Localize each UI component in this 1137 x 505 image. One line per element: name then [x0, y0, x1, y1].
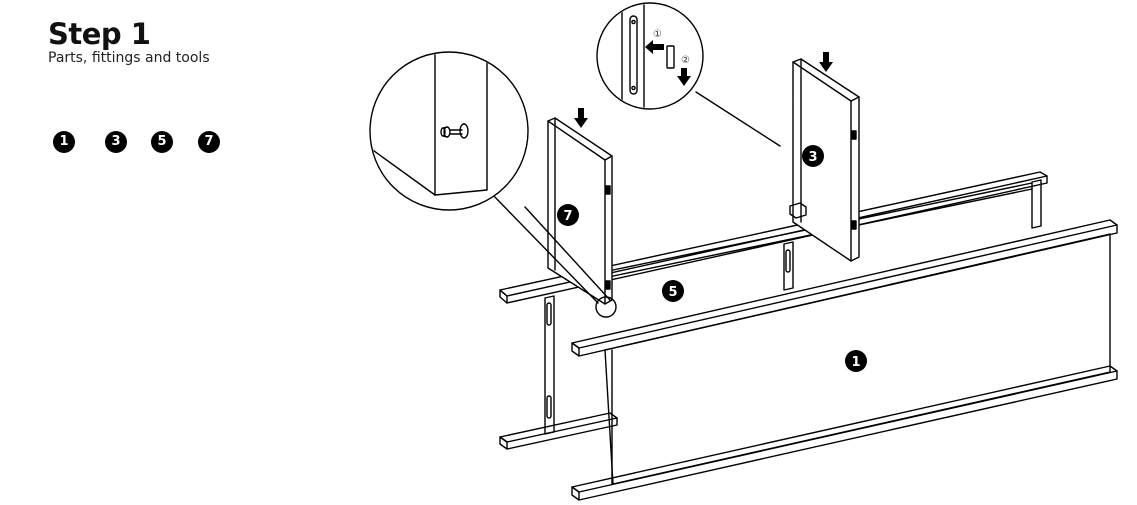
left-panel-down-arrow-icon — [574, 108, 588, 128]
part-badge-3: 3 — [105, 131, 127, 153]
dowel-pin-icon — [440, 123, 469, 139]
back-left-leg-slot-bottom — [546, 395, 552, 419]
back-top-rail-bottom — [506, 175, 1048, 304]
right-side-panel — [789, 52, 860, 262]
back-right-leg — [1031, 179, 1042, 229]
diagram-badge-3: 3 — [802, 145, 824, 167]
front-top-rail-face — [571, 342, 580, 357]
right-panel-cam-bottom — [851, 220, 857, 230]
detail-step-b: ② — [681, 55, 690, 66]
step-header: Step 1 Parts, fittings and tools — [48, 18, 210, 66]
diagram-badge-1: 1 — [845, 350, 867, 372]
front-bottom-rail-bottom — [578, 370, 1118, 501]
right-panel-bracket — [789, 202, 807, 219]
left-side-panel — [547, 108, 613, 305]
joint-detail-marker — [595, 296, 617, 318]
parts-list: 1 3 5 7 — [53, 131, 233, 153]
slide-left-arrow-icon — [645, 40, 664, 54]
left-panel-cam-bottom — [605, 280, 611, 290]
dowel-detail-callout — [369, 51, 529, 211]
cam-lock-detail-callout: ① ② — [596, 2, 704, 110]
step-subtitle: Parts, fittings and tools — [48, 50, 210, 66]
dowel-detail-circle — [369, 51, 529, 211]
left-panel-cam-top — [605, 185, 611, 195]
leader-line-left-2 — [524, 206, 611, 301]
back-middle-slot — [785, 249, 791, 273]
diagram-badge-7: 7 — [557, 204, 579, 226]
right-panel-down-arrow-icon — [819, 52, 833, 72]
part-badge-5: 5 — [151, 131, 173, 153]
back-middle-leg — [783, 241, 794, 291]
front-bottom-rail-face — [571, 486, 580, 501]
cam-lock-detail-circle — [596, 2, 704, 110]
diagram-badge-1-label: 1 — [851, 355, 860, 370]
diagram-badge-5-label: 5 — [668, 285, 677, 300]
back-left-leg-slot-top — [546, 302, 552, 326]
part-badge-1: 1 — [53, 131, 75, 153]
back-bottom-rail-face — [499, 436, 508, 450]
diagram-badge-7-label: 7 — [563, 209, 572, 224]
left-side-panel-body — [547, 117, 613, 305]
right-side-panel-top — [792, 61, 852, 102]
left-side-panel-top — [547, 120, 606, 161]
front-bottom-rail — [571, 365, 1118, 493]
right-panel-cam-top — [851, 130, 857, 140]
left-side-panel-top-edge — [604, 155, 613, 161]
back-top-rail-face — [499, 289, 508, 304]
detail-step-a: ① — [653, 29, 662, 40]
slide-down-arrow-icon — [677, 68, 691, 86]
step-title: Step 1 — [48, 17, 151, 51]
right-side-panel-top-edge — [850, 96, 860, 102]
diagram-badge-5: 5 — [662, 280, 684, 302]
back-bottom-rail-bottom — [506, 417, 618, 450]
front-panel — [571, 219, 1118, 501]
leader-line-left — [490, 192, 599, 304]
part-badge-7: 7 — [198, 131, 220, 153]
leader-line-right — [695, 91, 781, 147]
diagram-badge-3-label: 3 — [808, 150, 817, 165]
back-left-leg — [544, 295, 555, 435]
